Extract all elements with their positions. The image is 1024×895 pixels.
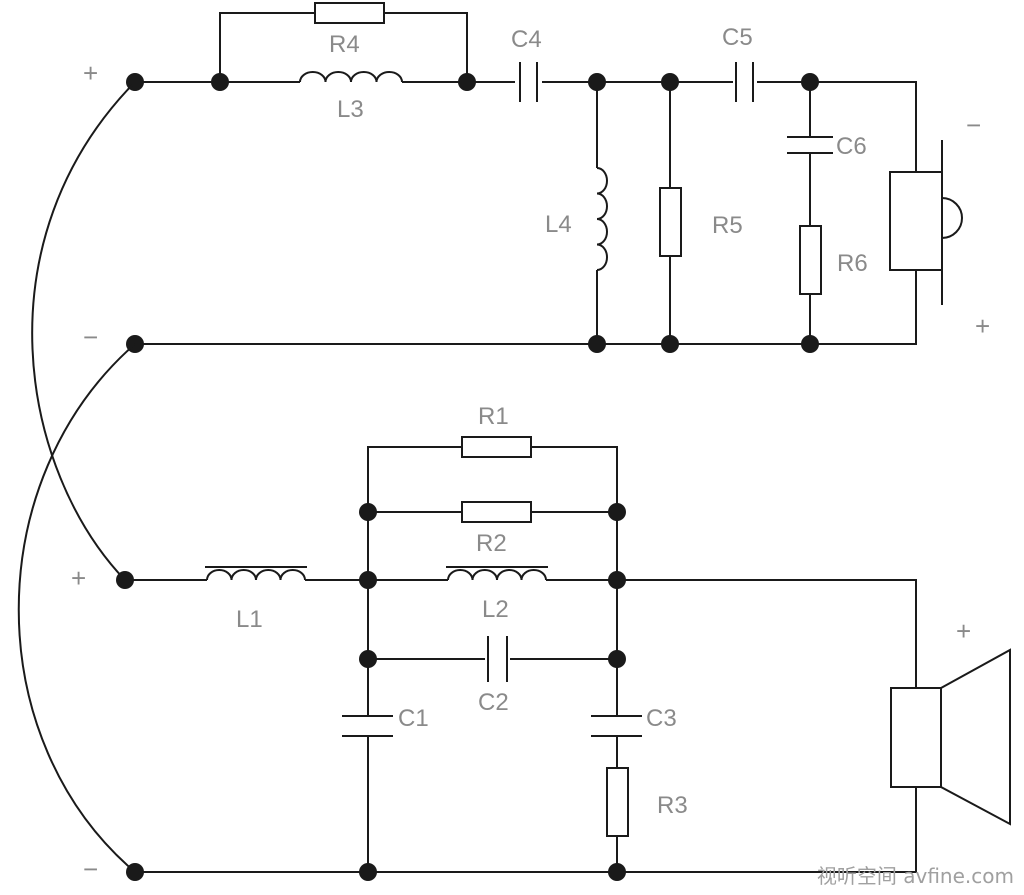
capacitor-c2 [487,636,508,682]
resistor-r2 [461,501,532,523]
tweeter-negative-rail [135,270,917,345]
tweeter-section [126,2,963,353]
woofer-negative-rail [135,787,917,873]
r4-bypass-wire [219,12,468,82]
inductor-l2 [446,566,548,581]
component-labels: R4 L3 C4 C5 C6 L4 R5 R6 R1 R2 L1 L2 C1 C… [236,24,868,819]
resistor-r4 [314,2,385,24]
woofer-input-plus: + [71,563,86,593]
label-r5: R5 [712,212,743,239]
tweeter-input-plus: + [83,58,98,88]
resistor-r6 [799,225,822,295]
tweeter-input-minus: − [83,322,98,352]
r1-wire [367,446,618,512]
polarity-marks: + − − + + − + [71,58,990,884]
label-r4: R4 [329,31,360,58]
inductor-l1 [205,566,307,581]
tweeter-driver [889,140,963,305]
label-l4: L4 [545,211,572,238]
label-c4: C4 [511,26,542,53]
label-r2: R2 [476,530,507,557]
label-r6: R6 [837,250,868,277]
watermark: 视听空间 avfine.com [816,864,1014,888]
lead-positive-cross [31,81,136,581]
inductor-l3 [299,71,403,83]
tweeter-driver-plus: + [975,311,990,341]
woofer-driver [890,648,1011,826]
capacitor-c1 [342,715,393,737]
woofer-input-minus: − [83,854,98,884]
woofer-driver-plus: + [956,616,971,646]
resistor-r1 [461,436,532,458]
label-r1: R1 [478,403,509,430]
woofer-section [116,436,1011,881]
bridge-verticals [367,512,618,580]
label-r3: R3 [657,792,688,819]
label-c6: C6 [836,133,867,160]
capacitor-c5 [735,62,754,102]
label-c2: C2 [478,689,509,716]
lead-negative-cross [17,343,136,873]
label-c3: C3 [646,705,677,732]
label-l2: L2 [482,596,509,623]
resistor-r5 [659,187,682,257]
tweeter-positive-rail [135,81,917,172]
resistor-r3 [606,767,629,837]
label-c5: C5 [722,24,753,51]
capacitor-c4 [519,62,538,102]
label-c1: C1 [398,705,429,732]
inductor-l4 [596,167,608,271]
label-l1: L1 [236,606,263,633]
tweeter-driver-minus: − [966,110,981,140]
capacitor-c6 [787,136,833,154]
capacitor-c3 [591,715,642,737]
woofer-junction-dots [116,503,626,881]
woofer-positive-rail [125,579,917,688]
label-l3: L3 [337,96,364,123]
